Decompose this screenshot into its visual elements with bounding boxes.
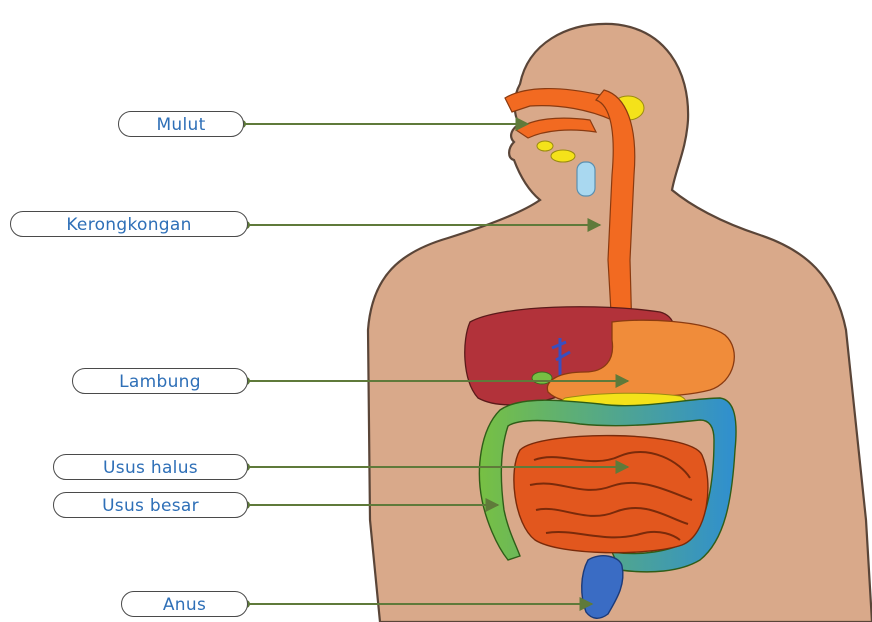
label-usus-besar: Usus besar — [53, 492, 248, 518]
small-intestine-shape — [514, 436, 708, 553]
trachea-shape — [577, 162, 595, 196]
label-mulut: Mulut — [118, 111, 244, 137]
salivary-gland-lower-1 — [551, 150, 575, 162]
label-kerongkongan: Kerongkongan — [10, 211, 248, 237]
label-lambung: Lambung — [72, 368, 248, 394]
label-usus-halus: Usus halus — [53, 454, 248, 480]
salivary-gland-lower-2 — [537, 141, 553, 151]
label-anus: Anus — [121, 591, 248, 617]
